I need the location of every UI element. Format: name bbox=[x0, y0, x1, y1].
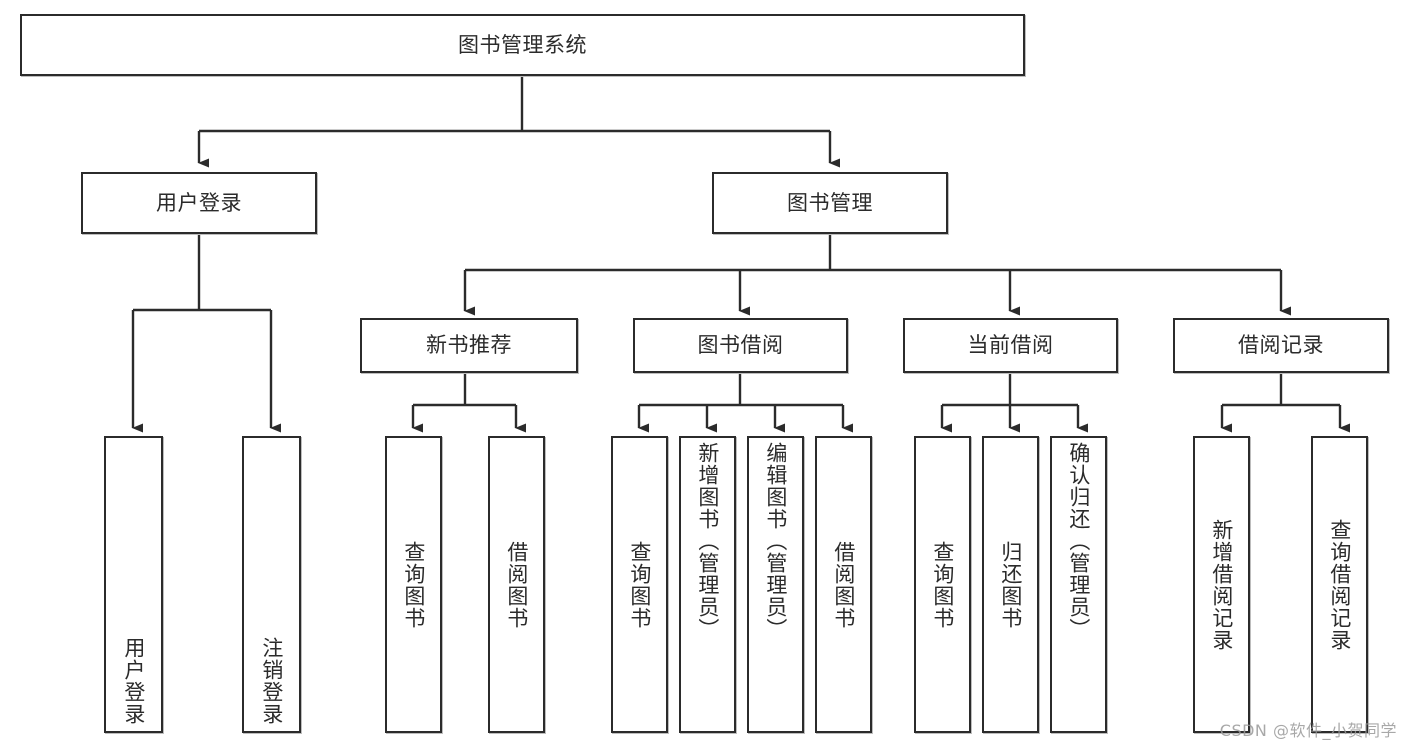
node-leaf-user-login[interactable]: 用户登录 bbox=[104, 436, 163, 733]
node-label: 查询图书 bbox=[401, 540, 426, 629]
node-label: 图书管理系统 bbox=[458, 32, 587, 57]
node-current-borrow[interactable]: 当前借阅 bbox=[903, 318, 1118, 373]
node-new-book-recommend[interactable]: 新书推荐 bbox=[360, 318, 578, 373]
node-label: 图书管理 bbox=[787, 190, 873, 215]
node-label: 查询图书 bbox=[627, 540, 652, 629]
node-label: 借阅图书 bbox=[504, 540, 529, 629]
csdn-watermark: CSDN @软件_小贺同学 bbox=[1219, 721, 1397, 740]
node-label: 新增借阅记录 bbox=[1209, 518, 1234, 651]
node-book-borrow[interactable]: 图书借阅 bbox=[633, 318, 848, 373]
node-leaf-edit-book-admin[interactable]: 编辑图书（管理员） bbox=[747, 436, 804, 733]
node-user-login[interactable]: 用户登录 bbox=[81, 172, 317, 234]
node-leaf-query-book-current[interactable]: 查询图书 bbox=[914, 436, 971, 733]
node-label: 查询图书 bbox=[930, 540, 955, 629]
node-book-management[interactable]: 图书管理 bbox=[712, 172, 948, 234]
node-label: 新书推荐 bbox=[426, 333, 512, 358]
node-label: 当前借阅 bbox=[967, 333, 1054, 358]
node-label: 归还图书 bbox=[998, 540, 1023, 629]
node-leaf-query-book-recommend[interactable]: 查询图书 bbox=[385, 436, 442, 733]
node-leaf-borrow-book[interactable]: 借阅图书 bbox=[815, 436, 872, 733]
node-leaf-add-book-admin[interactable]: 新增图书（管理员） bbox=[679, 436, 736, 733]
node-leaf-confirm-return-admin[interactable]: 确认归还（管理员） bbox=[1050, 436, 1107, 733]
node-leaf-add-borrow-record[interactable]: 新增借阅记录 bbox=[1193, 436, 1250, 733]
node-label: 借阅图书 bbox=[831, 540, 856, 629]
node-borrow-record[interactable]: 借阅记录 bbox=[1173, 318, 1389, 373]
node-leaf-return-book[interactable]: 归还图书 bbox=[982, 436, 1039, 733]
node-label: 用户登录 bbox=[156, 190, 242, 215]
node-root-book-management-system[interactable]: 图书管理系统 bbox=[20, 14, 1025, 76]
node-leaf-query-book-borrow[interactable]: 查询图书 bbox=[611, 436, 668, 733]
node-label: 用户登录 bbox=[121, 637, 146, 725]
node-label: 借阅记录 bbox=[1238, 333, 1324, 358]
node-leaf-borrow-book-recommend[interactable]: 借阅图书 bbox=[488, 436, 545, 733]
node-leaf-query-borrow-record[interactable]: 查询借阅记录 bbox=[1311, 436, 1368, 733]
node-label: 编辑图书（管理员） bbox=[763, 442, 788, 640]
node-label: 确认归还（管理员） bbox=[1066, 442, 1091, 640]
node-label: 注销登录 bbox=[259, 637, 284, 725]
node-leaf-logout-login[interactable]: 注销登录 bbox=[242, 436, 301, 733]
node-label: 查询借阅记录 bbox=[1327, 518, 1352, 651]
node-label: 图书借阅 bbox=[697, 333, 784, 358]
node-label: 新增图书（管理员） bbox=[695, 442, 720, 640]
